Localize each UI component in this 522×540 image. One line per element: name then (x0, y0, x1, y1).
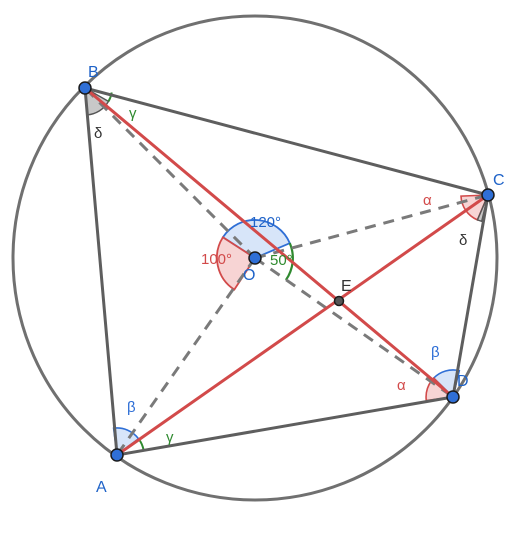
label-e: E (341, 278, 352, 295)
point-o (248, 251, 262, 265)
angle-marker-gamma-b (107, 92, 113, 102)
angle-label-delta-b: δ (94, 125, 102, 142)
angle-label-beta-a: β (127, 399, 136, 416)
point-e (333, 295, 345, 307)
point-d (446, 390, 460, 404)
diagonal-ac (115, 193, 490, 457)
angle-marker-central-100 (216, 236, 257, 291)
side-ab (83, 86, 119, 457)
label-d: D (457, 373, 469, 390)
points (78, 81, 495, 462)
side-da (115, 395, 455, 457)
point-a (110, 448, 124, 462)
radius-od (254, 256, 454, 399)
diagonal-bd (83, 86, 455, 399)
point-c (481, 188, 495, 202)
side-cd (451, 193, 490, 399)
radius-ob (83, 86, 257, 260)
label-b: B (88, 64, 99, 81)
angle-label-120: 120° (250, 214, 281, 231)
angle-label-beta-d: β (431, 344, 440, 361)
point-b (78, 81, 92, 95)
angle-labels: γ δ α δ β α β γ 120° 100° 50° (94, 105, 467, 446)
angle-label-delta-c: δ (459, 232, 467, 249)
angle-label-gamma-b: γ (129, 105, 137, 122)
label-o: O (243, 267, 255, 284)
angle-label-alpha-d: α (397, 377, 406, 394)
point-labels: B C D A O E (88, 64, 505, 496)
angle-label-gamma-a: γ (166, 429, 174, 446)
circumcircle (11, 14, 499, 502)
quadrilateral (83, 86, 490, 457)
radius-oa (115, 257, 257, 456)
side-bc (83, 86, 490, 197)
radius-oc (254, 193, 489, 260)
label-c: C (493, 172, 505, 189)
angle-label-50: 50° (270, 252, 293, 269)
angle-label-100: 100° (201, 251, 232, 268)
angle-label-alpha-c: α (423, 192, 432, 209)
diagonals (83, 86, 490, 457)
label-a: A (96, 479, 107, 496)
radii (83, 86, 489, 456)
